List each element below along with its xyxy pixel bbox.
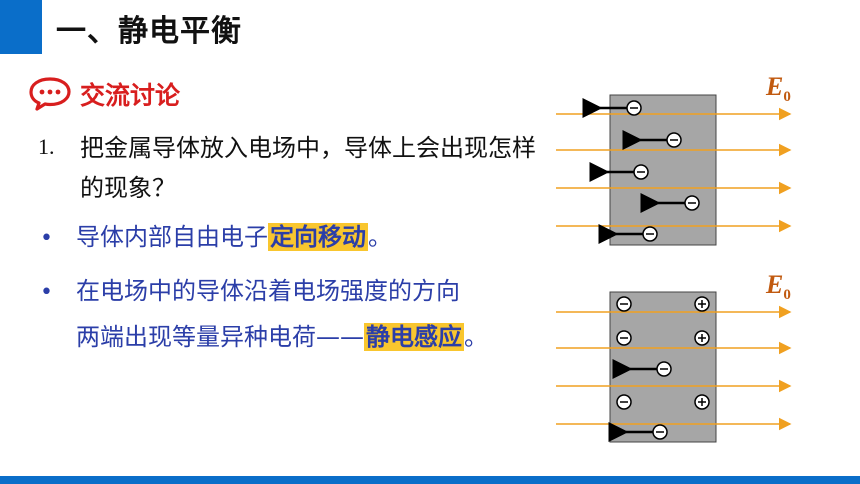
point-1-suffix: 。 bbox=[368, 223, 392, 251]
point-1-highlight: 定向移动 bbox=[268, 223, 368, 251]
chat-bubble-icon bbox=[29, 77, 71, 111]
point-2-line-1: 在电场中的导体沿着电场强度的方向 bbox=[76, 277, 460, 305]
discussion-header: 交流讨论 bbox=[28, 74, 180, 114]
question-number: 1. bbox=[38, 134, 55, 159]
bullet-1: • bbox=[40, 226, 53, 251]
discussion-label: 交流讨论 bbox=[80, 81, 181, 110]
field-label-top-e: E bbox=[766, 72, 784, 101]
page-title: 一、静电平衡 bbox=[56, 14, 242, 49]
field-label-bottom-sub: 0 bbox=[783, 287, 791, 304]
field-lines-top bbox=[556, 107, 792, 233]
point-1-prefix: 导体内部自由电子 bbox=[76, 223, 268, 251]
field-label-bottom-e: E bbox=[766, 270, 784, 299]
field-label-bottom: E0 bbox=[766, 270, 791, 304]
point-2-line-2: 两端出现等量异种电荷——静电感应。 bbox=[76, 320, 488, 354]
conductor-bottom bbox=[609, 291, 717, 443]
field-label-top: E0 bbox=[766, 72, 791, 106]
conductor-top bbox=[609, 94, 717, 246]
charges-bottom bbox=[608, 296, 710, 442]
question-text: 把金属导体放入电场中，导体上会出现怎样的现象？ bbox=[80, 134, 536, 202]
title-bar: 一、静电平衡 bbox=[0, 0, 860, 54]
point-2-suffix: 。 bbox=[464, 323, 488, 351]
field-label-top-sub: 0 bbox=[783, 89, 791, 106]
title-accent-block bbox=[0, 0, 42, 54]
bullet-2: • bbox=[40, 280, 53, 305]
electrons-top bbox=[582, 98, 700, 244]
bottom-accent-bar bbox=[0, 476, 860, 484]
point-1: 导体内部自由电子定向移动。 bbox=[76, 220, 392, 254]
point-2-prefix: 两端出现等量异种电荷—— bbox=[76, 323, 364, 351]
field-lines-bottom bbox=[556, 305, 792, 431]
point-2-highlight: 静电感应 bbox=[364, 323, 464, 351]
